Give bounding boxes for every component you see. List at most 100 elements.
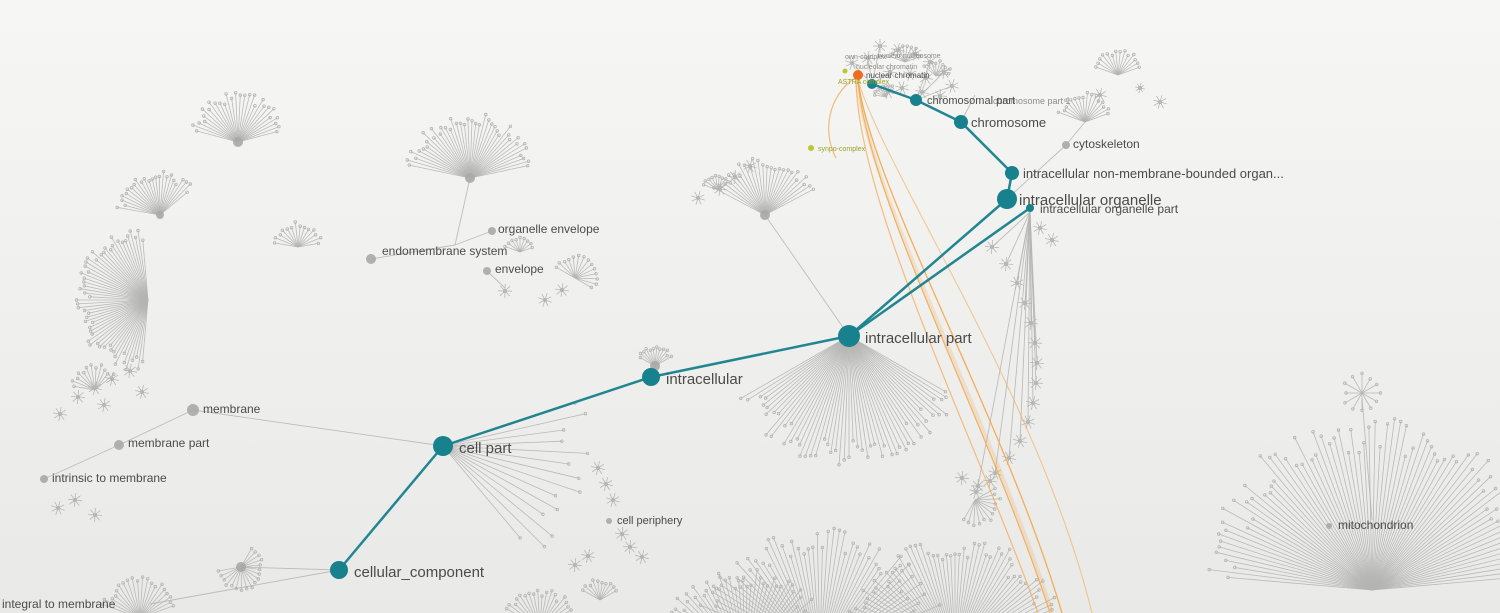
label-own-complex: own-complex bbox=[845, 54, 887, 61]
highlight-edge-orange bbox=[855, 79, 1039, 613]
node-burst bbox=[970, 478, 986, 494]
gray-node[interactable] bbox=[760, 210, 770, 220]
node-chromosomal_part[interactable] bbox=[910, 94, 922, 106]
fan-cluster bbox=[1056, 90, 1111, 123]
fan-cluster bbox=[115, 169, 192, 216]
fan-cluster bbox=[100, 575, 176, 613]
node-cell_part[interactable] bbox=[433, 436, 453, 456]
node-intracellular_part[interactable] bbox=[838, 325, 860, 347]
node-label-cell_part: cell part bbox=[459, 440, 512, 457]
fan-cluster bbox=[405, 112, 531, 179]
node-cellular_component[interactable] bbox=[330, 561, 348, 579]
node-burst bbox=[903, 67, 917, 81]
node-label-intracellular: intracellular bbox=[666, 371, 743, 388]
node-burst bbox=[1027, 335, 1043, 351]
synpo-complex-node[interactable] bbox=[808, 145, 814, 151]
teal-path-edge bbox=[871, 82, 917, 102]
teal-path-edge bbox=[848, 198, 1008, 337]
node-burst bbox=[691, 191, 705, 205]
node-burst bbox=[1029, 355, 1045, 371]
teal-path-edges-layer bbox=[338, 82, 1031, 571]
teal-path-edge bbox=[915, 98, 962, 124]
gray-edge bbox=[454, 177, 471, 246]
node-burst bbox=[635, 550, 649, 564]
gray-node[interactable] bbox=[1326, 523, 1332, 529]
gray-node[interactable] bbox=[488, 227, 496, 235]
gray-edge bbox=[1029, 211, 1037, 384]
node-chromatin_hub[interactable] bbox=[867, 79, 877, 89]
gray-node[interactable] bbox=[236, 562, 246, 572]
node-chromosome[interactable] bbox=[954, 115, 968, 129]
fan-cluster bbox=[1343, 371, 1383, 412]
gray-edge bbox=[915, 85, 953, 101]
gray-node[interactable] bbox=[40, 475, 48, 483]
node-intracellular_organelle_part[interactable] bbox=[1026, 204, 1034, 212]
node-burst bbox=[954, 470, 970, 486]
gray-node[interactable] bbox=[233, 137, 243, 147]
gray-node[interactable] bbox=[483, 267, 491, 275]
node-burst bbox=[883, 65, 897, 79]
gray-edge bbox=[192, 409, 444, 447]
node-label-chromosome: chromosome bbox=[971, 115, 1046, 130]
node-label-cellular_component: cellular_component bbox=[354, 564, 485, 581]
gray-node[interactable] bbox=[156, 211, 164, 219]
fan-cluster bbox=[712, 156, 815, 216]
node-burst bbox=[919, 71, 933, 85]
node-label-intracellular_part: intracellular part bbox=[865, 330, 973, 347]
gray-edge bbox=[977, 211, 1031, 487]
label-organelle-envelope: organelle envelope bbox=[498, 222, 600, 236]
node-intracellular_organelle[interactable] bbox=[997, 189, 1017, 209]
label-mitochondrion: mitochondrion bbox=[1338, 518, 1413, 532]
teal-path-edge bbox=[442, 375, 652, 448]
fan-cluster bbox=[670, 568, 814, 613]
gray-edge bbox=[871, 45, 881, 85]
label-integral-to-membrane: integral to membrane bbox=[2, 597, 116, 611]
label-envelope: envelope bbox=[495, 262, 544, 276]
gray-node[interactable] bbox=[366, 254, 376, 264]
node-burst bbox=[998, 256, 1014, 272]
gray-edge bbox=[370, 244, 456, 260]
node-burst bbox=[1013, 434, 1027, 448]
highlight-edge-orange bbox=[857, 79, 1051, 613]
orange-highlight-edges-layer bbox=[828, 77, 1093, 613]
label-nuclear-nucleosome: nuclear nucleosome bbox=[878, 53, 941, 60]
node-burst bbox=[567, 557, 583, 573]
node-burst bbox=[1002, 451, 1016, 465]
node-burst bbox=[591, 461, 605, 475]
gray-edge bbox=[118, 409, 194, 446]
node-burst bbox=[538, 293, 552, 307]
nuclear-chromatin-node[interactable] bbox=[853, 70, 863, 80]
gray-node[interactable] bbox=[465, 173, 475, 183]
gray-node[interactable] bbox=[606, 518, 612, 524]
fan-cluster bbox=[581, 578, 618, 601]
node-burst bbox=[53, 407, 67, 421]
gray-node[interactable] bbox=[1062, 141, 1070, 149]
gray-node[interactable] bbox=[114, 440, 124, 450]
node-burst bbox=[1093, 88, 1107, 102]
node-burst bbox=[1135, 83, 1145, 93]
node-burst bbox=[135, 385, 149, 399]
gray-node[interactable] bbox=[187, 404, 199, 416]
gray-edge bbox=[454, 230, 493, 246]
node-burst bbox=[891, 43, 905, 57]
node-burst bbox=[1033, 221, 1047, 235]
fan-cluster bbox=[962, 486, 1002, 528]
astra-complex-node[interactable] bbox=[842, 68, 848, 74]
node-burst bbox=[984, 239, 1000, 255]
fan-cluster bbox=[1207, 417, 1500, 591]
fan-cluster bbox=[442, 401, 590, 549]
label-cytoskeleton: cytoskeleton bbox=[1073, 137, 1140, 151]
node-non_membrane_bounded_organelle[interactable] bbox=[1005, 166, 1019, 180]
fan-cluster bbox=[503, 235, 534, 253]
teal-path-edge bbox=[338, 445, 444, 571]
node-burst bbox=[615, 527, 629, 541]
node-label-chromosomal_part: chromosomal part bbox=[927, 95, 1015, 107]
node-label-non_membrane_bounded_organelle: intracellular non-membrane-bounded organ… bbox=[1023, 166, 1284, 181]
node-burst bbox=[87, 507, 103, 523]
node-burst bbox=[497, 283, 513, 299]
node-burst bbox=[937, 65, 951, 79]
nodes-layer bbox=[40, 68, 1332, 579]
node-intracellular[interactable] bbox=[642, 368, 660, 386]
